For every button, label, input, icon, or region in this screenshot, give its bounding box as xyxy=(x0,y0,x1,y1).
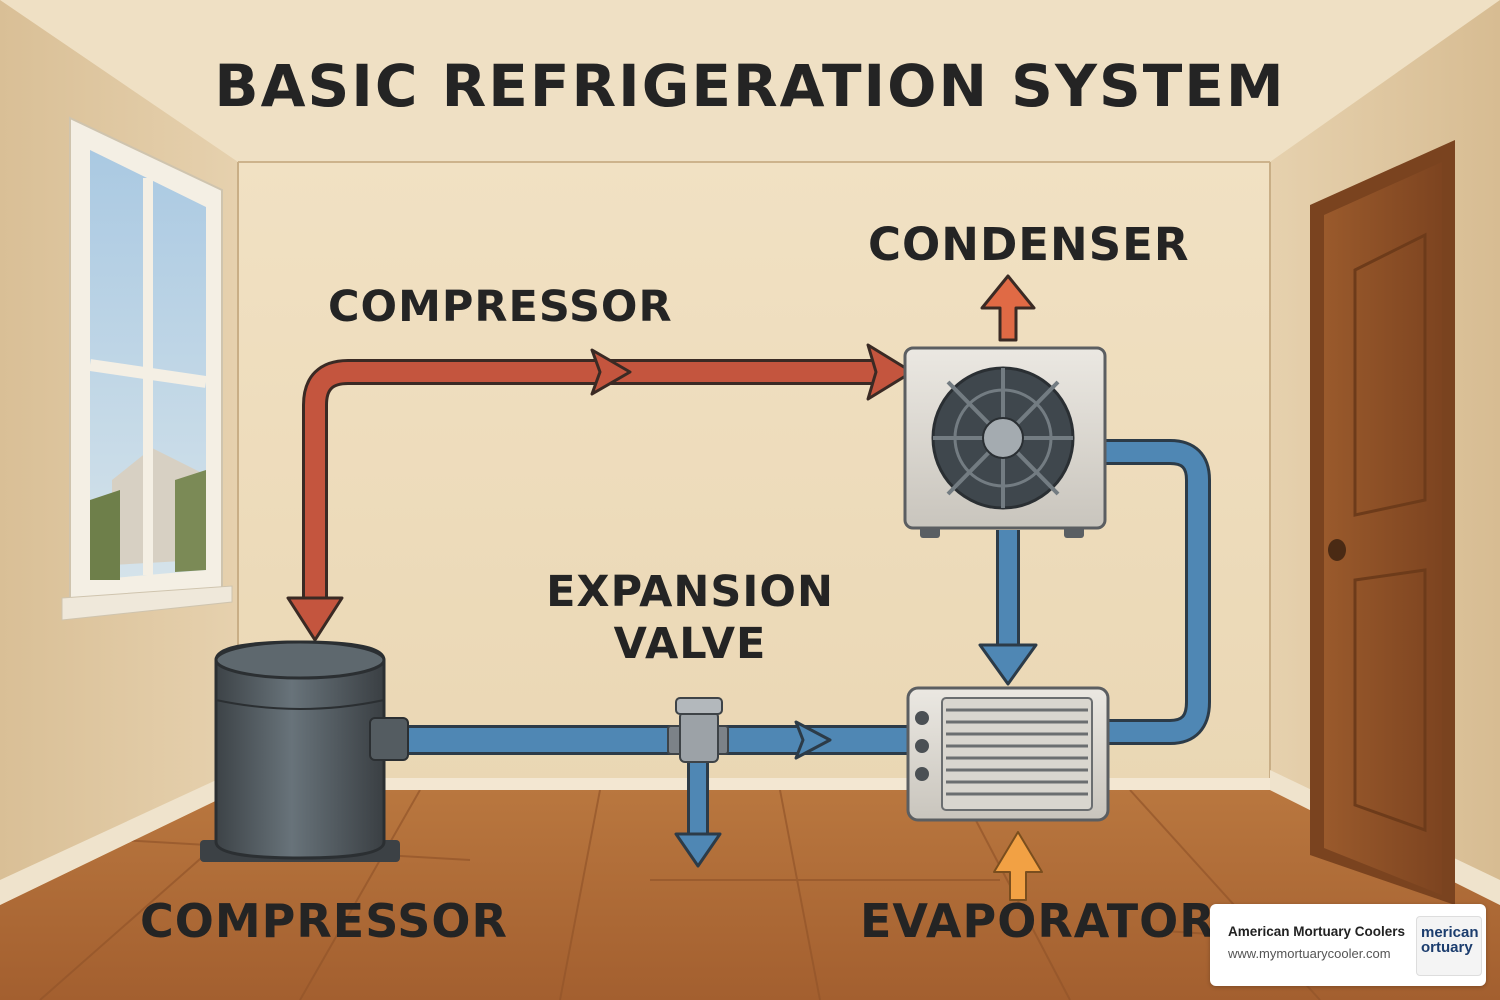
watermark-badge: American Mortuary Coolers www.mymortuary… xyxy=(1210,904,1486,986)
evaporator-unit xyxy=(906,686,1110,822)
compressor-top-label: COMPRESSOR xyxy=(328,282,673,332)
window xyxy=(61,116,233,621)
watermark-logo-line1: merican xyxy=(1421,924,1479,941)
cold-refrigerant-lines xyxy=(400,439,1211,868)
baseboard xyxy=(238,778,1270,790)
left-baseboard xyxy=(0,770,238,905)
condenser-unit xyxy=(903,346,1107,538)
evaporator-label: EVAPORATOR xyxy=(860,894,1216,948)
watermark-url: www.mymortuarycooler.com xyxy=(1228,946,1391,961)
hot-line-arrow-mid xyxy=(590,348,632,396)
door-knob xyxy=(1328,539,1346,561)
watermark-company: American Mortuary Coolers xyxy=(1228,924,1406,939)
expansion-valve-label-line1: EXPANSION xyxy=(546,567,834,617)
watermark-logo: merican ortuary xyxy=(1416,916,1482,976)
window-sill xyxy=(61,585,233,621)
cold-arrow-into-evaporator xyxy=(978,643,1038,686)
expansion-valve-label-line2: VALVE xyxy=(613,619,767,669)
door xyxy=(1310,140,1455,905)
expansion-valve-label: EXPANSION VALVE xyxy=(530,566,850,670)
heat-in-arrow xyxy=(993,831,1043,901)
watermark-logo-line2: ortuary xyxy=(1421,939,1473,956)
expansion-valve xyxy=(667,697,729,763)
hot-line-arrow-down-compressor xyxy=(286,596,344,642)
hot-refrigerant-line xyxy=(286,343,914,642)
compressor-unit xyxy=(200,640,409,862)
watermark-logo-text: merican ortuary xyxy=(1421,925,1479,955)
cold-arrow-down-valve xyxy=(674,832,722,868)
compressor-bottom-label: COMPRESSOR xyxy=(140,894,508,948)
condenser-label: CONDENSER xyxy=(868,218,1190,271)
ceiling xyxy=(0,0,1500,162)
diagram-title: BASIC REFRIGERATION SYSTEM xyxy=(214,52,1286,120)
hot-line-arrow-into-condenser xyxy=(866,343,914,401)
cold-arrow-to-evaporator xyxy=(794,720,832,760)
heat-out-arrow xyxy=(980,274,1036,342)
